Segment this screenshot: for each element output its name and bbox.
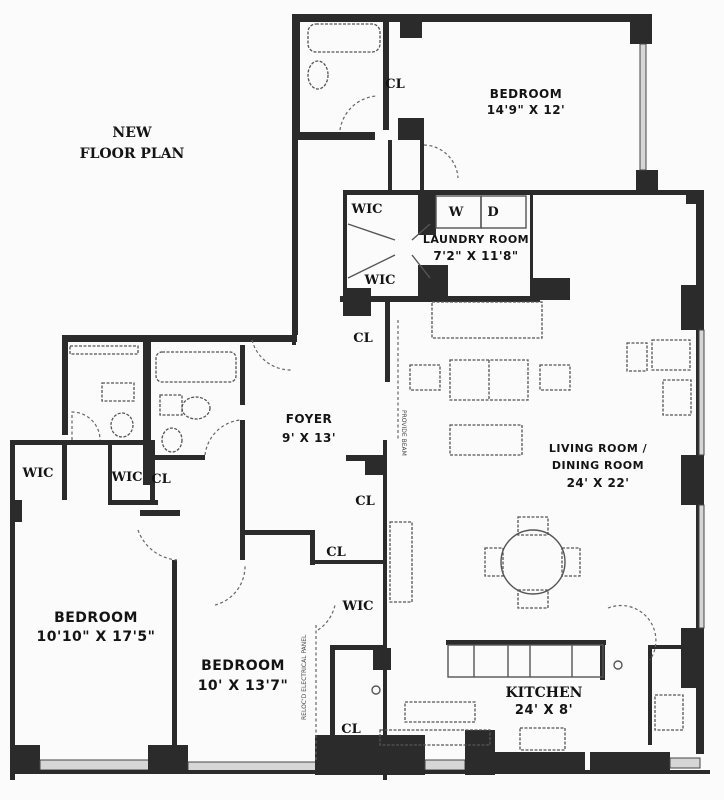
living-room-name-line1: LIVING ROOM / bbox=[549, 442, 648, 455]
closet-label: CL bbox=[151, 472, 171, 487]
closet-label: CL bbox=[326, 545, 346, 560]
bedroom-top-name: BEDROOM bbox=[490, 87, 562, 101]
wic-label: WIC bbox=[363, 273, 395, 288]
dryer-label: D bbox=[487, 205, 498, 220]
bedroom-mid-size: 10' X 13'7" bbox=[198, 678, 289, 694]
beam-note: PROVIDE BEAM bbox=[400, 410, 407, 456]
living-room-name-line2: DINING ROOM bbox=[552, 459, 644, 472]
fixtures bbox=[69, 23, 692, 760]
plan-title-line2: FLOOR PLAN bbox=[80, 146, 185, 162]
plan-title-line1: NEW bbox=[112, 125, 151, 141]
wic-label: WIC bbox=[21, 466, 53, 481]
washer-label: W bbox=[448, 205, 464, 220]
wic-label: WIC bbox=[110, 470, 142, 485]
kitchen-size: 24' X 8' bbox=[515, 703, 573, 718]
bedroom-mid-name: BEDROOM bbox=[201, 658, 285, 674]
wic-label: WIC bbox=[350, 202, 382, 217]
foyer-size: 9' X 13' bbox=[282, 431, 336, 445]
closet-label: CL bbox=[385, 77, 405, 92]
foyer-name: FOYER bbox=[286, 412, 333, 426]
wic-label: WIC bbox=[341, 599, 373, 614]
closet-label: CL bbox=[341, 722, 361, 737]
laundry-room-size: 7'2" X 11'8" bbox=[433, 249, 518, 263]
living-room-size: 24' X 22' bbox=[567, 476, 630, 490]
labels: NEW FLOOR PLAN BEDROOM 14'9" X 12' CL W … bbox=[21, 77, 647, 737]
bedroom-left-size: 10'10" X 17'5" bbox=[37, 629, 156, 645]
closet-label: CL bbox=[353, 331, 373, 346]
walls bbox=[10, 14, 710, 780]
laundry-room-name: LAUNDRY ROOM bbox=[423, 233, 529, 246]
bedroom-left-name: BEDROOM bbox=[54, 610, 138, 626]
electrical-panel-note: RELOC'D ELECTRICAL PANEL bbox=[301, 634, 308, 720]
closet-label: CL bbox=[355, 494, 375, 509]
bedroom-top-size: 14'9" X 12' bbox=[487, 103, 565, 117]
kitchen-name: KITCHEN bbox=[506, 685, 583, 701]
